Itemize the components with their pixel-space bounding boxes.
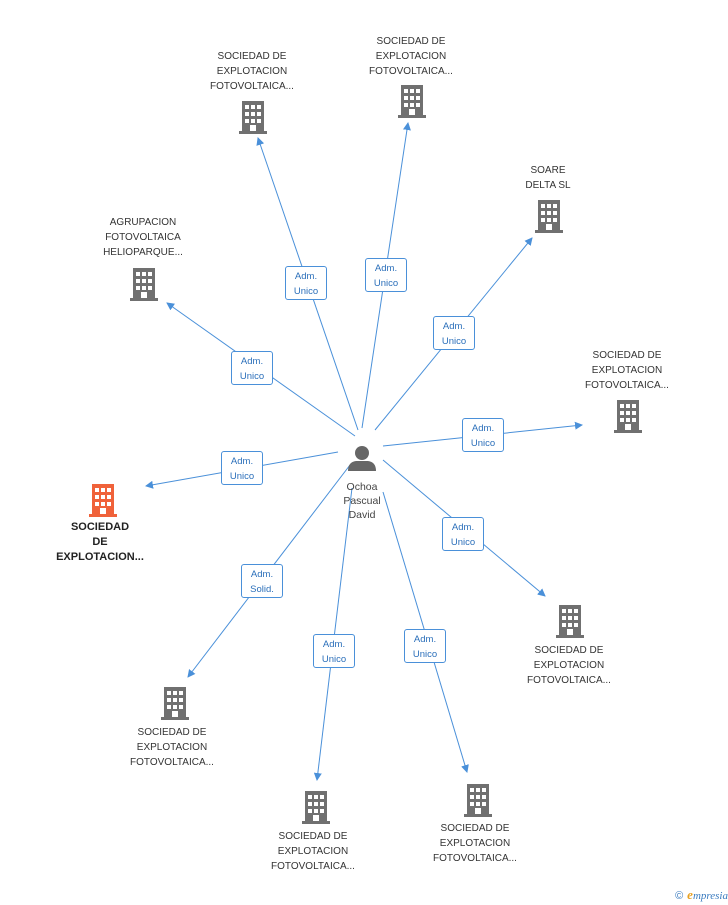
- company-label-line: EXPLOTACION...: [56, 551, 144, 563]
- role-badge-n3[interactable]: Adm. Unico: [433, 316, 475, 350]
- role-text: Unico: [239, 371, 265, 382]
- company-label-n4[interactable]: AGRUPACION FOTOVOLTAICA HELIOPARQUE...: [83, 215, 203, 260]
- company-label-line: FOTOVOLTAICA...: [210, 81, 294, 92]
- company-label-n1[interactable]: SOCIEDAD DE EXPLOTACION FOTOVOLTAICA...: [192, 49, 312, 94]
- company-label-n3[interactable]: SOARE DELTA SL: [488, 163, 608, 193]
- company-label-n5[interactable]: SOCIEDAD DE EXPLOTACION FOTOVOLTAICA...: [567, 348, 687, 393]
- role-text: Unico: [321, 654, 347, 665]
- company-label-line: EXPLOTACION: [216, 66, 288, 77]
- role-badge-n2[interactable]: Adm. Unico: [365, 258, 407, 292]
- role-text: Adm.: [413, 634, 437, 645]
- building-icon[interactable]: [302, 791, 330, 824]
- company-label-line: AGRUPACION: [109, 217, 177, 228]
- role-text: Adm.: [240, 356, 264, 367]
- role-badge-n5[interactable]: Adm. Unico: [462, 418, 504, 452]
- role-text: Unico: [412, 649, 438, 660]
- role-badge-n9[interactable]: Adm. Unico: [313, 634, 355, 668]
- company-label-line: FOTOVOLTAICA...: [433, 853, 517, 864]
- role-text: Unico: [450, 537, 476, 548]
- center-name-line: Ochoa: [346, 481, 378, 493]
- brand-initial: e: [687, 887, 693, 902]
- center-name-line: David: [348, 509, 376, 521]
- role-text: Adm.: [374, 263, 398, 274]
- company-label-line: EXPLOTACION: [439, 838, 511, 849]
- company-label-n6[interactable]: SOCIEDAD DE EXPLOTACION...: [40, 520, 160, 565]
- role-text: Adm.: [451, 522, 475, 533]
- role-text: Adm.: [250, 569, 274, 580]
- company-label-line: EXPLOTACION: [375, 51, 447, 62]
- company-label-line: SOCIEDAD DE: [592, 350, 662, 361]
- company-label-line: DELTA SL: [525, 180, 571, 191]
- role-text: Unico: [293, 286, 319, 297]
- company-label-line: SOARE: [530, 165, 566, 176]
- company-label-line: HELIOPARQUE...: [103, 247, 183, 258]
- role-text: Unico: [441, 336, 467, 347]
- role-text: Unico: [229, 471, 255, 482]
- role-text: Adm.: [230, 456, 254, 467]
- copyright-icon: ©: [675, 890, 684, 902]
- building-icon[interactable]: [161, 687, 189, 720]
- company-label-line: EXPLOTACION: [136, 742, 208, 753]
- empresia-watermark: ©empresia: [675, 887, 728, 903]
- role-badge-n10[interactable]: Adm. Unico: [404, 629, 446, 663]
- person-icon: [348, 446, 376, 471]
- company-label-line: SOCIEDAD DE: [278, 831, 348, 842]
- role-text: Adm.: [322, 639, 346, 650]
- company-label-line: FOTOVOLTAICA...: [527, 675, 611, 686]
- company-label-line: SOCIEDAD DE: [137, 727, 207, 738]
- company-label-line: FOTOVOLTAICA: [105, 232, 181, 243]
- center-person-name[interactable]: Ochoa Pascual David: [332, 480, 392, 522]
- company-label-line: SOCIEDAD DE: [376, 36, 446, 47]
- company-label-n2[interactable]: SOCIEDAD DE EXPLOTACION FOTOVOLTAICA...: [351, 34, 471, 79]
- company-label-line: FOTOVOLTAICA...: [271, 861, 355, 872]
- building-icon[interactable]: [464, 784, 492, 817]
- company-label-line: SOCIEDAD DE: [440, 823, 510, 834]
- brand-name: mpresia: [692, 890, 728, 902]
- center-name-line: Pascual: [343, 495, 381, 507]
- role-text: Adm.: [294, 271, 318, 282]
- role-badge-n4[interactable]: Adm. Unico: [231, 351, 273, 385]
- role-badge-n8[interactable]: Adm. Solid.: [241, 564, 283, 598]
- building-icon[interactable]: [398, 85, 426, 118]
- role-badge-n6[interactable]: Adm. Unico: [221, 451, 263, 485]
- company-label-line: FOTOVOLTAICA...: [369, 66, 453, 77]
- highlighted-building-icon[interactable]: [89, 484, 117, 517]
- company-label-n10[interactable]: SOCIEDAD DE EXPLOTACION FOTOVOLTAICA...: [415, 821, 535, 866]
- company-label-line: FOTOVOLTAICA...: [585, 380, 669, 391]
- company-label-line: FOTOVOLTAICA...: [130, 757, 214, 768]
- role-text: Adm.: [471, 423, 495, 434]
- company-label-line: DE: [92, 536, 108, 548]
- building-icon[interactable]: [614, 400, 642, 433]
- role-text: Solid.: [250, 584, 274, 595]
- company-label-line: EXPLOTACION: [533, 660, 605, 671]
- company-label-line: EXPLOTACION: [277, 846, 349, 857]
- role-badge-n1[interactable]: Adm. Unico: [285, 266, 327, 300]
- role-text: Unico: [373, 278, 399, 289]
- company-label-line: SOCIEDAD DE: [217, 51, 287, 62]
- company-label-n7[interactable]: SOCIEDAD DE EXPLOTACION FOTOVOLTAICA...: [509, 643, 629, 688]
- role-text: Unico: [470, 438, 496, 449]
- company-label-line: EXPLOTACION: [591, 365, 663, 376]
- building-icon[interactable]: [239, 101, 267, 134]
- building-icon[interactable]: [535, 200, 563, 233]
- company-label-line: SOCIEDAD: [70, 521, 130, 533]
- role-text: Adm.: [442, 321, 466, 332]
- company-label-n8[interactable]: SOCIEDAD DE EXPLOTACION FOTOVOLTAICA...: [112, 725, 232, 770]
- company-label-line: SOCIEDAD DE: [534, 645, 604, 656]
- company-label-n9[interactable]: SOCIEDAD DE EXPLOTACION FOTOVOLTAICA...: [253, 829, 373, 874]
- building-icon[interactable]: [556, 605, 584, 638]
- role-badge-n7[interactable]: Adm. Unico: [442, 517, 484, 551]
- building-icon[interactable]: [130, 268, 158, 301]
